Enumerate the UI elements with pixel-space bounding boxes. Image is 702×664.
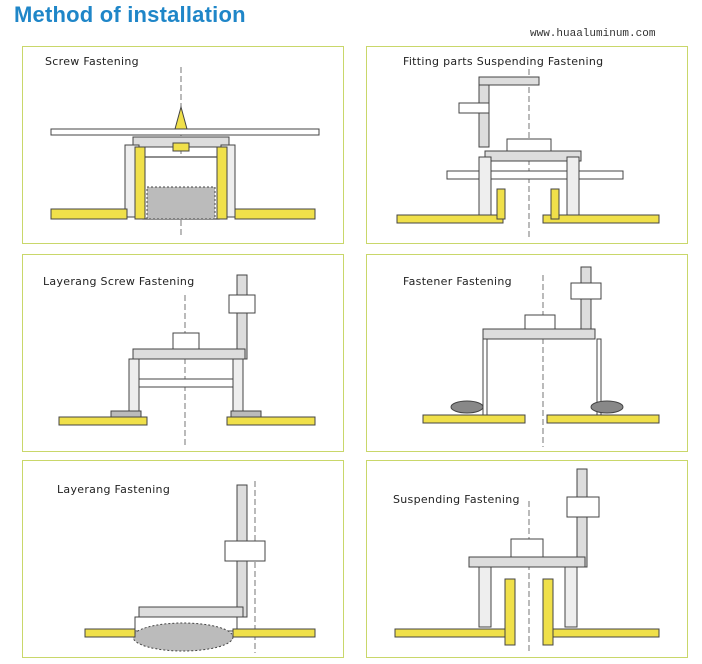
screw-fastening-diagram — [50, 67, 320, 237]
fastener-fastening-diagram — [422, 266, 660, 447]
panel-layerang-fastening: Layerang Fastening — [22, 460, 344, 658]
layerang-fastening-diagram — [84, 481, 316, 653]
panel-label: Fastener Fastening — [403, 275, 512, 288]
panel-suspending-fastening: Suspending Fastening — [366, 460, 688, 658]
panel-fitting-parts-suspending-fastening: Fitting parts Suspending Fastening — [366, 46, 688, 244]
layerang-screw-diagram — [58, 274, 316, 447]
website-url: www.huaaluminum.com — [530, 28, 656, 40]
panel-label: Fitting parts Suspending Fastening — [403, 55, 604, 68]
fitting-parts-diagram — [396, 69, 660, 239]
panel-label: Suspending Fastening — [393, 493, 520, 506]
panel-layerang-screw-fastening: Layerang Screw Fastening — [22, 254, 344, 452]
panel-screw-fastening: Screw Fastening — [22, 46, 344, 244]
panel-label: Layerang Fastening — [57, 483, 171, 496]
page-title: Method of installation — [14, 2, 246, 27]
panel-fastener-fastening: Fastener Fastening — [366, 254, 688, 452]
panel-label: Screw Fastening — [45, 55, 139, 68]
panel-label: Layerang Screw Fastening — [43, 275, 195, 288]
suspending-fastening-diagram — [394, 468, 660, 653]
